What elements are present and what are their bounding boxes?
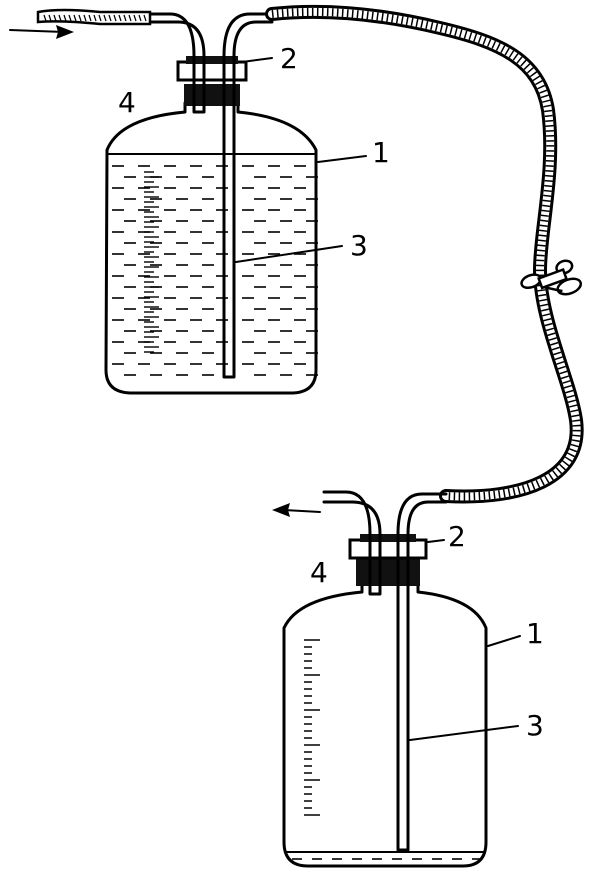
bottom-long-tube xyxy=(396,532,410,852)
hatch-mark xyxy=(143,14,147,22)
hatch-mark xyxy=(123,14,127,22)
top-liquid xyxy=(112,165,318,376)
leader-bottom-3 xyxy=(409,725,519,741)
bottom-outlet-glass xyxy=(322,490,372,536)
inlet-hose-texture xyxy=(43,14,147,22)
top-inlet-glass-inner xyxy=(148,20,206,58)
label-bottom-tube: 3 xyxy=(526,709,544,742)
hatch-mark xyxy=(53,14,57,22)
bottom-neck xyxy=(356,556,420,586)
top-outlet-glass xyxy=(222,12,274,58)
hatch-mark xyxy=(68,14,72,22)
leader-top-2 xyxy=(241,57,273,63)
bottom-stopper xyxy=(348,538,428,560)
hatch-mark xyxy=(108,14,112,22)
top-neck xyxy=(184,84,240,106)
hatch-mark xyxy=(43,14,47,22)
hatch-mark xyxy=(58,14,62,22)
hatch-mark xyxy=(78,14,82,22)
label-top-neck: 4 xyxy=(118,86,136,119)
bottom-outlet-glass-inner xyxy=(322,500,382,536)
top-stopper-cap xyxy=(186,56,238,64)
bottom-short-tube xyxy=(368,532,382,596)
label-top-tube: 3 xyxy=(350,229,368,262)
leader-bottom-1 xyxy=(487,635,521,647)
bottom-stopper-cap xyxy=(360,534,416,542)
hatch-mark xyxy=(128,14,132,22)
hatch-mark xyxy=(113,14,117,22)
bottom-bottle-body xyxy=(282,583,488,868)
arrow-left-icon xyxy=(272,503,321,517)
arrow-right-icon xyxy=(9,25,74,39)
hatch-mark xyxy=(93,14,97,22)
label-bottom-stopper: 2 xyxy=(448,520,466,553)
top-long-tube xyxy=(222,54,236,379)
hatch-mark xyxy=(48,14,52,22)
hatch-mark xyxy=(103,14,107,22)
hatch-mark xyxy=(133,14,137,22)
bottom-inlet-glass xyxy=(396,492,448,536)
leader-top-3 xyxy=(235,245,343,263)
hatch-mark xyxy=(118,14,122,22)
top-stopper xyxy=(176,60,248,82)
bottom-inlet-glass-inner xyxy=(406,500,448,536)
top-bottle xyxy=(104,12,318,395)
label-top-bottle: 1 xyxy=(372,136,390,169)
leader-bottom-2 xyxy=(427,539,445,543)
hatch-mark xyxy=(73,14,77,22)
hatch-mark xyxy=(138,14,142,22)
top-bottle-body xyxy=(104,101,318,395)
bottom-bottle xyxy=(282,490,488,868)
label-bottom-bottle: 1 xyxy=(526,617,544,650)
top-short-tube xyxy=(192,54,206,114)
top-inlet-glass xyxy=(148,12,196,58)
hatch-mark xyxy=(88,14,92,22)
hatch-mark xyxy=(98,14,102,22)
pinch-clamp-icon xyxy=(520,259,583,296)
connecting-hose xyxy=(265,4,584,504)
label-bottom-neck: 4 xyxy=(310,556,328,589)
leader-top-1 xyxy=(317,155,367,163)
label-top-stopper: 2 xyxy=(280,42,298,75)
hatch-mark xyxy=(63,14,67,22)
hatch-mark xyxy=(83,14,87,22)
top-outlet-glass-inner xyxy=(232,20,274,58)
bottom-scale xyxy=(304,639,320,816)
